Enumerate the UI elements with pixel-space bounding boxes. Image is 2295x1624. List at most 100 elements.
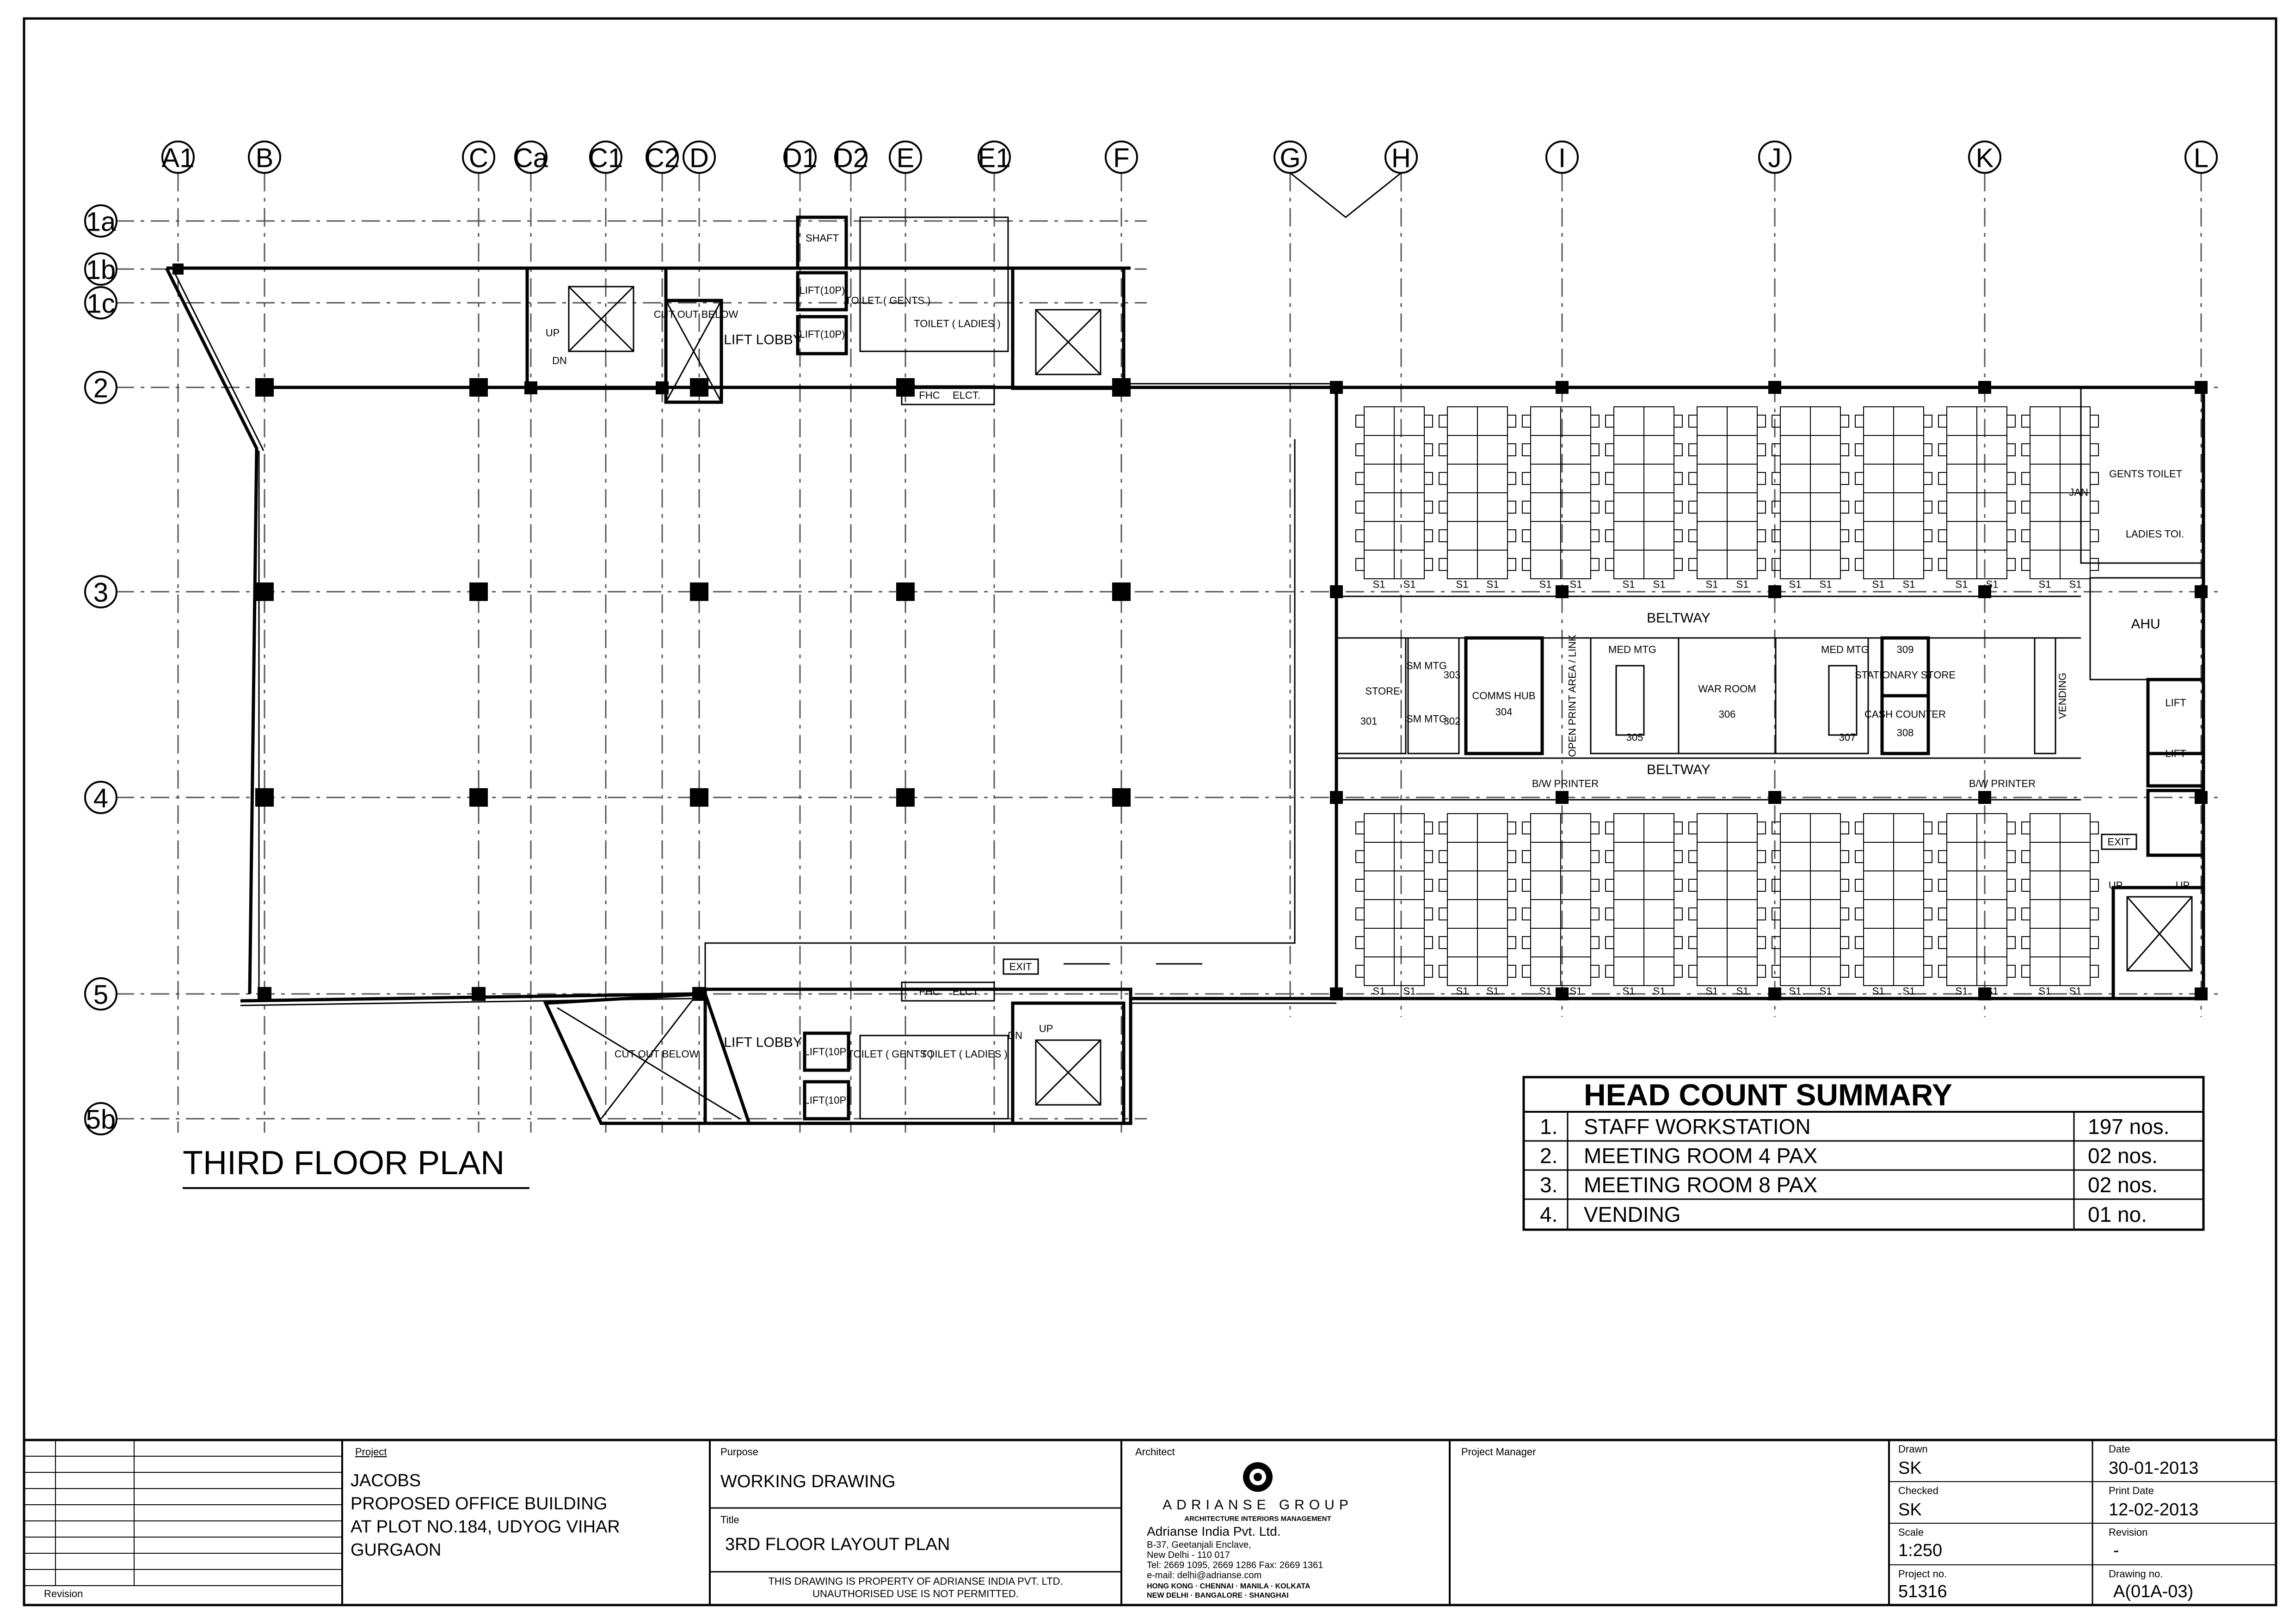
lift-lobby-bottom-label: LIFT LOBBY: [724, 1035, 802, 1050]
workstation-tag: S1: [1623, 579, 1635, 590]
fhc-bottom-label: FHC: [919, 986, 940, 998]
structural-column: [524, 381, 537, 394]
lift-lobby-top-label: LIFT LOBBY: [724, 332, 802, 348]
row-bubble-1b: 1b: [84, 252, 117, 286]
firm-name: ADRIANSE GROUP: [1163, 1497, 1353, 1513]
head-count-item: MEETING ROOM 4 PAX: [1584, 1144, 1817, 1168]
column-label: G: [1280, 143, 1300, 173]
bw-printer-1-label: B/W PRINTER: [1532, 778, 1599, 790]
row-label: 1a: [86, 207, 116, 237]
cash-counter-label: CASH COUNTER: [1864, 709, 1946, 720]
workstation-tag: S1: [1487, 986, 1499, 997]
column-label: B: [256, 143, 274, 173]
firm-cities-1: HONG KONG · CHENNAI · MANILA · KOLKATA: [1147, 1582, 1311, 1590]
column-label: K: [1976, 143, 1994, 173]
project-no-label: Project no.: [1898, 1568, 1947, 1580]
firm-address-2: New Delhi - 110 017: [1147, 1550, 1230, 1560]
row-label: 5: [93, 980, 108, 1010]
structural-column: [1330, 585, 1343, 598]
structural-column: [690, 582, 708, 601]
column-bubble-k: K: [1968, 141, 2001, 174]
column-bubble-j: J: [1758, 141, 1791, 174]
lift-right-1-label: LIFT: [2165, 697, 2186, 709]
structural-column: [1112, 582, 1131, 601]
structural-column: [656, 381, 669, 394]
workstation-tag: S1: [2069, 986, 2082, 997]
drawn-value: SK: [1898, 1459, 1922, 1478]
ahu-label: AHU: [2131, 617, 2160, 632]
toilet-gents-bottom-label: TOILET ( GENTS ): [848, 1048, 933, 1060]
sm-mtg-2-label: SM MTG: [1406, 713, 1447, 725]
structural-column: [1556, 381, 1569, 394]
column-label: I: [1558, 143, 1566, 173]
up-right-1-label: UP: [2109, 880, 2123, 891]
room-307-label: 307: [1839, 732, 1856, 743]
dn-top-label: DN: [552, 355, 567, 367]
workstation-tag: S1: [1789, 579, 1802, 590]
room-301-label: 301: [1360, 716, 1378, 727]
project-no-value: 51316: [1898, 1582, 1947, 1601]
architect-label: Architect: [1135, 1446, 1175, 1458]
workstation-tag: S1: [1706, 579, 1718, 590]
structural-column: [2195, 585, 2208, 598]
column-bubble-d2: D2: [834, 141, 868, 174]
column-bubble-d: D: [683, 141, 716, 174]
toilet-ladies-bottom-label: TOILET ( LADIES ): [921, 1048, 1007, 1060]
workstation-tag: S1: [1956, 579, 1968, 590]
lift-bottom-2-label: LIFT(10P): [804, 1095, 849, 1106]
print-date-label: Print Date: [2109, 1485, 2154, 1496]
row-label: 4: [93, 784, 108, 814]
beltway-bottom-label: BELTWAY: [1647, 762, 1710, 778]
structural-column: [255, 378, 274, 397]
sm-mtg-1-label: SM MTG: [1406, 660, 1447, 672]
workstation-tag: S1: [1570, 986, 1582, 997]
exit-right-label: EXIT: [2108, 836, 2130, 848]
up-top-label: UP: [546, 327, 560, 339]
scale-value: 1:250: [1898, 1541, 1942, 1560]
structural-column: [1768, 791, 1781, 804]
structural-column: [1330, 791, 1343, 804]
disclaimer-line-1: THIS DRAWING IS PROPERTY OF ADRIANSE IND…: [768, 1575, 1063, 1587]
lift-top-1-label: LIFT(10P): [799, 285, 845, 296]
workstation-tag: S1: [1736, 579, 1749, 590]
column-label: J: [1768, 143, 1782, 173]
project-line-1: JACOBS: [351, 1471, 421, 1490]
structural-column: [1556, 585, 1569, 598]
plan-title: THIRD FLOOR PLAN: [183, 1145, 505, 1182]
column-label: D2: [834, 143, 868, 173]
structural-column: [1556, 791, 1569, 804]
column-label: A1: [162, 143, 195, 173]
title-label: Title: [720, 1514, 739, 1526]
column-bubble-f: F: [1105, 141, 1138, 174]
column-bubble-e1: E1: [978, 141, 1011, 174]
structural-column: [2195, 381, 2208, 394]
revision-no-label: Revision: [2109, 1526, 2147, 1538]
structural-column: [472, 987, 486, 1001]
column-bubble-a1: A1: [161, 141, 195, 174]
structural-column: [1978, 987, 1991, 1000]
bottom-core: CUT OUT BELOW LIFT LOBBY LIFT(10P) LIFT(…: [543, 958, 1202, 1125]
workstation-tag: S1: [1872, 579, 1885, 590]
open-print-area-label: OPEN PRINT AREA / LINK: [1567, 634, 1578, 757]
top-core: CUT OUT BELOW LIFT LOBBY SHAFT LIFT(10P)…: [525, 215, 1126, 405]
firm-cities-2: NEW DELHI · BANGALORE · SHANGHAI: [1147, 1592, 1289, 1599]
column-bubble-l: L: [2184, 141, 2218, 174]
column-bubble-g: G: [1274, 141, 1307, 174]
store-label: STORE: [1365, 686, 1400, 697]
column-label: D1: [783, 143, 817, 173]
structural-column: [1330, 987, 1343, 1000]
room-303-label: 303: [1444, 669, 1461, 681]
row-bubble-3: 3: [84, 575, 117, 608]
drawn-label: Drawn: [1898, 1443, 1928, 1455]
column-label: F: [1113, 143, 1129, 173]
print-date-value: 12-02-2013: [2109, 1500, 2198, 1520]
